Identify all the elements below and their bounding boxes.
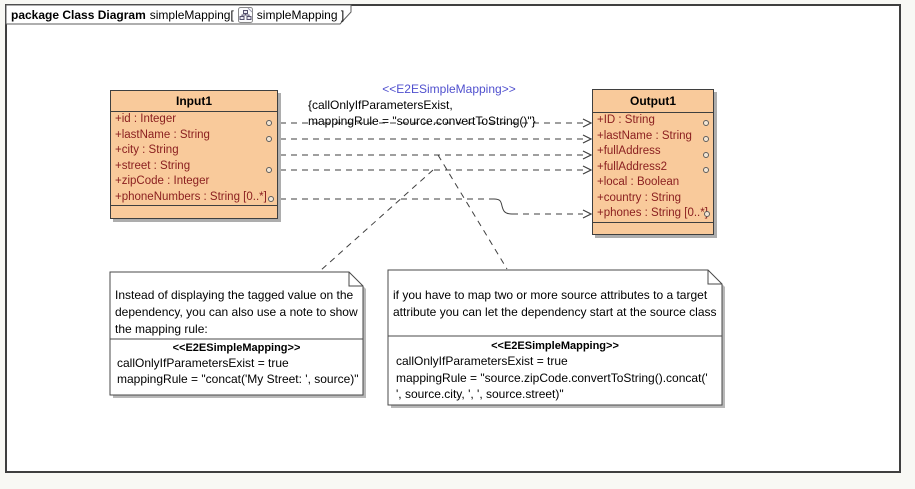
class-output1-operations-compartment — [593, 221, 713, 234]
dependency-tag-line: mappingRule = "source.convertToString()"… — [308, 114, 536, 128]
attribute-row[interactable]: +city : String — [115, 144, 179, 156]
dependency-stereotype: <<E2ESimpleMapping>> — [382, 82, 516, 96]
class-input1-attributes: +id : Integer +lastName : String +city :… — [111, 112, 277, 205]
port-icon — [266, 120, 272, 126]
class-output1-attributes: +ID : String +lastName : String +fullAdd… — [593, 113, 713, 222]
arrow-icon — [582, 150, 593, 160]
note-left-stereotype: <<E2ESimpleMapping>> — [172, 342, 301, 354]
frame-diagram-ref: simpleMapping ] — [256, 7, 345, 22]
frame-diagram-name: simpleMapping[ — [149, 7, 234, 22]
frame-header-tab: package Class Diagram simpleMapping[ sim… — [11, 6, 345, 23]
port-icon — [266, 136, 272, 142]
class-output1-title[interactable]: Output1 — [593, 90, 713, 113]
attribute-row[interactable]: +street : String — [115, 159, 191, 172]
attribute-row[interactable]: +phoneNumbers : String [0..*] — [115, 190, 267, 203]
dependency-lines[interactable] — [280, 122, 583, 272]
port-icon — [268, 196, 274, 202]
frame-header-tab-shape — [5, 4, 352, 25]
attribute-row[interactable]: +phones : String [0..*] — [597, 207, 708, 219]
note-right-shape[interactable] — [387, 269, 725, 408]
note-left-tag-line: mappingRule = "concat('My Street: ', sou… — [117, 372, 359, 386]
attribute-row[interactable]: +lastName : String — [597, 129, 692, 142]
attribute-row[interactable]: +lastName : String — [115, 128, 210, 141]
note-left-shape[interactable] — [109, 271, 366, 398]
note-fold-icon — [707, 270, 722, 285]
note-left-body-shape[interactable] — [109, 271, 364, 396]
attribute-row[interactable]: +ID : String — [597, 114, 655, 126]
note-right-text[interactable]: if you have to map two or more source at… — [393, 288, 717, 319]
port-icon — [704, 211, 710, 217]
class-input1-operations-compartment — [111, 205, 277, 218]
attribute-row[interactable]: +country : String — [597, 191, 682, 204]
class-diagram-icon — [237, 6, 253, 23]
port-icon — [703, 167, 709, 173]
arrow-icon — [582, 165, 593, 175]
arrow-icon — [582, 118, 593, 128]
port-icon — [266, 167, 272, 173]
port-icon — [703, 136, 709, 142]
note-right-tag-line: callOnlyIfParametersExist = true — [396, 354, 568, 368]
port-icon — [703, 152, 709, 158]
arrow-heads — [582, 118, 593, 219]
note-right-body-shape[interactable] — [387, 269, 723, 406]
class-input1[interactable]: Input1 +id : Integer +lastName : String … — [110, 90, 278, 219]
port-icon — [703, 120, 709, 126]
note-fold-icon — [348, 272, 363, 287]
attribute-row[interactable]: +zipCode : Integer — [115, 175, 210, 187]
arrow-icon — [582, 209, 593, 219]
note-anchor-right[interactable] — [437, 154, 508, 270]
attribute-row[interactable]: +fullAddress — [597, 145, 661, 157]
note-anchor-left[interactable] — [319, 169, 434, 272]
class-output1[interactable]: Output1 +ID : String +lastName : String … — [592, 89, 714, 235]
attribute-row[interactable]: +id : Integer — [115, 113, 177, 125]
attribute-row[interactable]: +fullAddress2 — [597, 160, 667, 173]
attribute-row[interactable]: +local : Boolean — [597, 176, 680, 188]
note-left-tag-line: callOnlyIfParametersExist = true — [117, 356, 289, 370]
note-right-tag-line: mappingRule = "source.zipCode.convertToS… — [396, 371, 708, 385]
dependency-line-jog — [493, 198, 513, 215]
arrow-icon — [582, 134, 593, 144]
note-left-text[interactable]: Instead of displaying the tagged value o… — [115, 288, 358, 336]
class-input1-title[interactable]: Input1 — [111, 91, 277, 112]
note-right-tag-line: ', source.city, ', ', source.street)" — [396, 387, 564, 401]
frame-keyword: package Class Diagram — [11, 7, 146, 22]
dependency-label[interactable]: <<E2ESimpleMapping>> {callOnlyIfParamete… — [308, 81, 590, 129]
note-right-stereotype: <<E2ESimpleMapping>> — [491, 340, 619, 352]
dependency-tag-line: {callOnlyIfParametersExist, — [308, 98, 453, 112]
